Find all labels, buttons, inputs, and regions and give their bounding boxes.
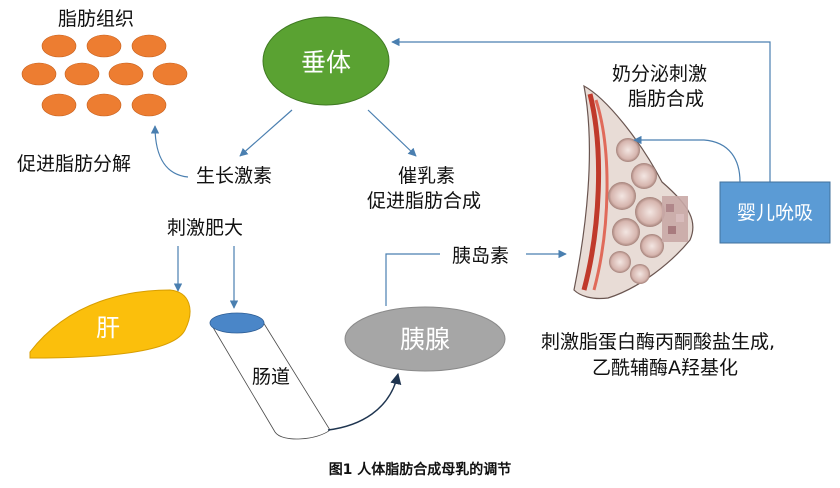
figure-caption: 图1 人体脂肪合成母乳的调节 <box>329 461 512 478</box>
label-milk-secretion-line2: 脂肪合成 <box>628 88 704 110</box>
fat-cell <box>86 34 122 58</box>
fat-cell <box>41 93 77 117</box>
intestine-tube <box>209 312 331 440</box>
liver-node: 肝 <box>29 289 191 359</box>
label-enzymes-line2: 乙酰辅酶A羟基化 <box>592 357 738 379</box>
fat-cell <box>152 62 188 86</box>
label-prolactin-line2: 促进脂肪合成 <box>367 190 481 212</box>
arrow-suckling-to-breast <box>633 135 741 183</box>
breast-icon <box>573 84 694 300</box>
infant-suckling-label: 婴儿吮吸 <box>737 202 813 224</box>
label-promote-lipolysis: 促进脂肪分解 <box>17 153 131 175</box>
pituitary-label: 垂体 <box>301 48 351 77</box>
label-prolactin-line1: 催乳素 <box>398 165 455 187</box>
pituitary-node: 垂体 <box>262 16 390 106</box>
label-growth-hormone: 生长激素 <box>196 165 272 187</box>
pancreas-node: 胰腺 <box>344 306 506 372</box>
fat-cell <box>86 93 122 117</box>
label-enzymes-line1: 刺激脂蛋白酶丙酮酸盐生成, <box>541 331 775 353</box>
arrow-pituitary-to-growth-hormone <box>239 109 293 157</box>
adipose-tissue-cluster <box>21 34 188 117</box>
fat-cell <box>131 93 167 117</box>
fat-cell <box>64 62 100 86</box>
fat-cell <box>108 62 144 86</box>
arrow-pancreas-line <box>385 253 440 306</box>
label-milk-secretion-line1: 奶分泌刺激 <box>612 63 707 85</box>
fat-cell <box>41 34 77 58</box>
infant-suckling-node: 婴儿吮吸 <box>719 181 831 244</box>
label-stimulate-hypertrophy: 刺激肥大 <box>167 217 243 239</box>
arrow-growth-hormone-to-adipose <box>150 125 189 178</box>
liver-label: 肝 <box>96 314 120 342</box>
arrow-pituitary-to-prolactin <box>367 109 417 157</box>
arrow-suckling-to-pituitary <box>391 37 771 182</box>
label-insulin: 胰岛素 <box>452 245 509 267</box>
label-adipose-tissue: 脂肪组织 <box>58 8 134 30</box>
fat-cell <box>21 62 57 86</box>
fat-cell <box>131 34 167 58</box>
label-intestine: 肠道 <box>252 366 290 388</box>
pancreas-label: 胰腺 <box>400 325 450 354</box>
arrow-intestine-to-pancreas <box>327 372 402 431</box>
